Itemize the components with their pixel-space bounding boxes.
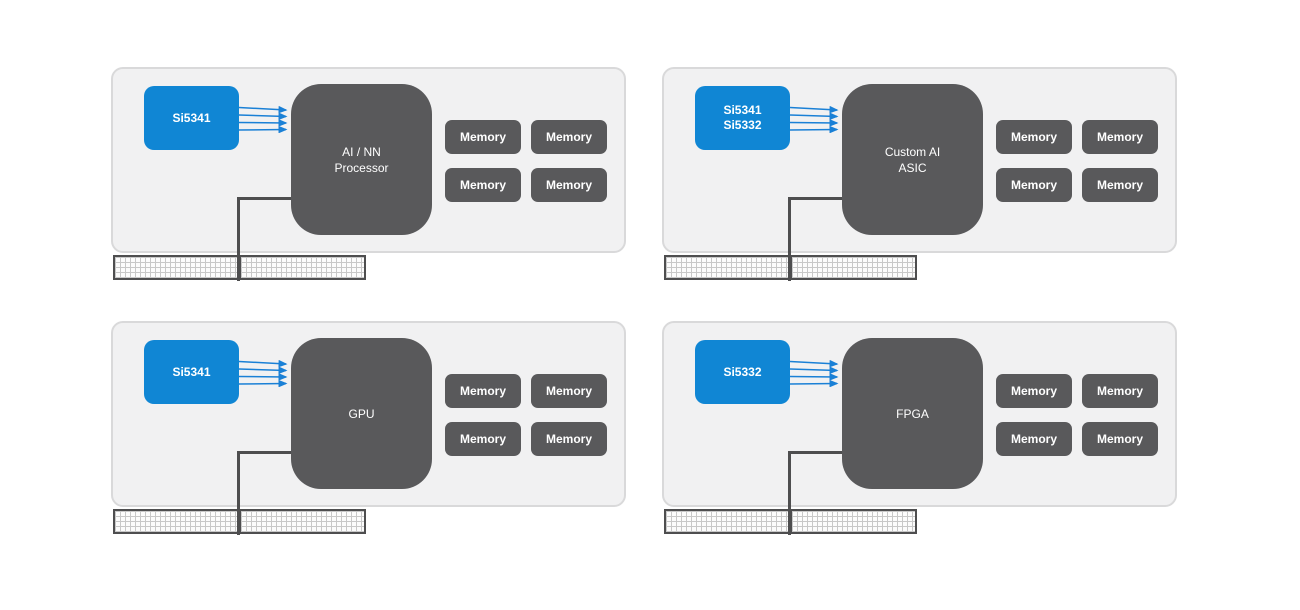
memory-block: Memory xyxy=(996,168,1072,202)
edge-connector-segment xyxy=(789,255,917,280)
memory-block: Memory xyxy=(531,168,607,202)
accelerator-panel-ai-nn: Si5341 AI / NN Processor Memory Memory M… xyxy=(111,67,626,281)
processor-block: GPU xyxy=(291,338,432,489)
edge-connector-segment xyxy=(789,509,917,534)
edge-connector-segment xyxy=(238,255,366,280)
memory-block: Memory xyxy=(531,374,607,408)
clock-chip-label-line1: Si5341 xyxy=(172,110,211,125)
board-trace-vertical xyxy=(788,197,791,281)
edge-connector-segment xyxy=(238,509,366,534)
clock-generator-chip: Si5332 xyxy=(695,340,790,404)
memory-block: Memory xyxy=(1082,120,1158,154)
memory-block: Memory xyxy=(996,120,1072,154)
clock-generator-chip: Si5341 xyxy=(144,86,239,150)
edge-connector xyxy=(113,255,366,280)
processor-label-line1: AI / NN xyxy=(342,144,381,159)
clock-generator-chip: Si5341 Si5332 xyxy=(695,86,790,150)
memory-block: Memory xyxy=(1082,374,1158,408)
processor-label-line1: FPGA xyxy=(896,406,929,421)
edge-connector-segment xyxy=(664,509,792,534)
edge-connector-segment xyxy=(664,255,792,280)
processor-label-line2: Processor xyxy=(334,160,389,175)
memory-block: Memory xyxy=(531,422,607,456)
clock-chip-label-line2: Si5332 xyxy=(723,118,762,132)
clock-signal-arrows-icon xyxy=(239,105,288,133)
memory-block: Memory xyxy=(1082,168,1158,202)
board-trace-horizontal xyxy=(237,451,309,454)
memory-block: Memory xyxy=(1082,422,1158,456)
memory-label: Memory xyxy=(1096,384,1143,398)
board-trace-vertical xyxy=(788,451,791,535)
processor-block: Custom AI ASIC xyxy=(842,84,983,235)
memory-block: Memory xyxy=(531,120,607,154)
memory-label: Memory xyxy=(545,384,592,398)
edge-connector xyxy=(664,509,917,534)
board-trace-vertical xyxy=(237,197,240,281)
board-trace-horizontal xyxy=(237,197,309,200)
processor-label-line1: Custom AI xyxy=(884,144,941,159)
memory-label: Memory xyxy=(459,130,506,144)
memory-label: Memory xyxy=(459,432,506,446)
clock-signal-arrows-icon xyxy=(239,359,288,387)
memory-label: Memory xyxy=(1096,130,1143,144)
memory-label: Memory xyxy=(459,384,506,398)
memory-block: Memory xyxy=(445,120,521,154)
memory-label: Memory xyxy=(1096,178,1143,192)
clock-chip-label-line1: Si5341 xyxy=(172,364,211,379)
board-trace-horizontal xyxy=(788,451,860,454)
accelerator-panel-gpu: Si5341 GPU Memory Memory Memory Memory xyxy=(111,321,626,535)
memory-block: Memory xyxy=(996,374,1072,408)
memory-label: Memory xyxy=(1010,432,1057,446)
processor-label-line1: GPU xyxy=(348,406,375,421)
edge-connector xyxy=(113,509,366,534)
memory-label: Memory xyxy=(545,432,592,446)
memory-block: Memory xyxy=(445,374,521,408)
accelerator-panel-fpga: Si5332 FPGA Memory Memory Memory Memory xyxy=(662,321,1177,535)
memory-label: Memory xyxy=(545,178,592,192)
processor-label-line2: ASIC xyxy=(898,160,927,175)
memory-label: Memory xyxy=(1010,130,1057,144)
memory-label: Memory xyxy=(459,178,506,192)
processor-block: AI / NN Processor xyxy=(291,84,432,235)
accelerator-panel-custom-ai-asic: Si5341 Si5332 Custom AI ASIC Memory Memo… xyxy=(662,67,1177,281)
memory-label: Memory xyxy=(1010,178,1057,192)
memory-label: Memory xyxy=(545,130,592,144)
edge-connector-segment xyxy=(113,509,241,534)
board-trace-horizontal xyxy=(788,197,860,200)
memory-block: Memory xyxy=(445,422,521,456)
memory-label: Memory xyxy=(1010,384,1057,398)
memory-block: Memory xyxy=(445,168,521,202)
board-trace-vertical xyxy=(237,451,240,535)
clock-chip-label-line1: Si5332 xyxy=(723,364,762,379)
memory-block: Memory xyxy=(996,422,1072,456)
clock-chip-label-line1: Si5341 xyxy=(723,103,762,117)
processor-block: FPGA xyxy=(842,338,983,489)
memory-label: Memory xyxy=(1096,432,1143,446)
clock-signal-arrows-icon xyxy=(790,359,839,387)
clock-signal-arrows-icon xyxy=(790,105,839,133)
edge-connector-segment xyxy=(113,255,241,280)
clock-generator-chip: Si5341 xyxy=(144,340,239,404)
